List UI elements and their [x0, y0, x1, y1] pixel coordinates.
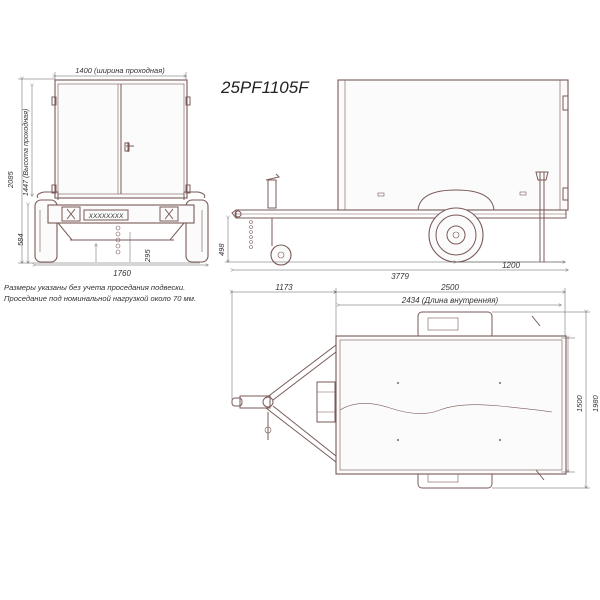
top-inner-width: 1500 [575, 394, 584, 412]
rear-width-passage-label: 1400 (ширина проходная) [75, 66, 165, 75]
note-line-1: Размеры указаны без учета проседания под… [4, 283, 186, 292]
top-fender-upper [417, 311, 493, 339]
top-inner-length: 2434 (Длина внутренняя) [401, 296, 499, 305]
side-length-total: 3779 [391, 272, 409, 281]
rear-width-total: 1760 [113, 269, 131, 278]
side-view: 498 1200 3779 [217, 79, 569, 281]
rear-dim-295: 295 [143, 249, 152, 263]
note-line-2: Проседание под номинальной нагрузкой око… [4, 294, 197, 303]
rear-height-floor: 584 [16, 233, 25, 246]
jockey-wheel [270, 244, 292, 266]
side-dim-498: 498 [217, 243, 226, 256]
side-body [337, 79, 569, 211]
top-view: 1173 2500 2434 (Длина внутренняя) [232, 283, 600, 489]
license-plate-text: XXXXXXXX [88, 213, 124, 220]
rear-height-total: 2085 [6, 170, 15, 189]
side-dim-1200: 1200 [502, 261, 520, 270]
top-body [335, 335, 567, 475]
model-title: 25PF1105F [220, 78, 310, 97]
side-wheel [428, 207, 484, 263]
rear-view: 1400 (ширина проходная) XXXXXXXX [6, 66, 209, 278]
top-dim-1173: 1173 [275, 283, 293, 292]
top-dim-2500: 2500 [440, 283, 459, 292]
rear-height-passage: 1447 (Высота проходная) [21, 109, 30, 196]
top-outer-width: 1980 [591, 394, 600, 412]
